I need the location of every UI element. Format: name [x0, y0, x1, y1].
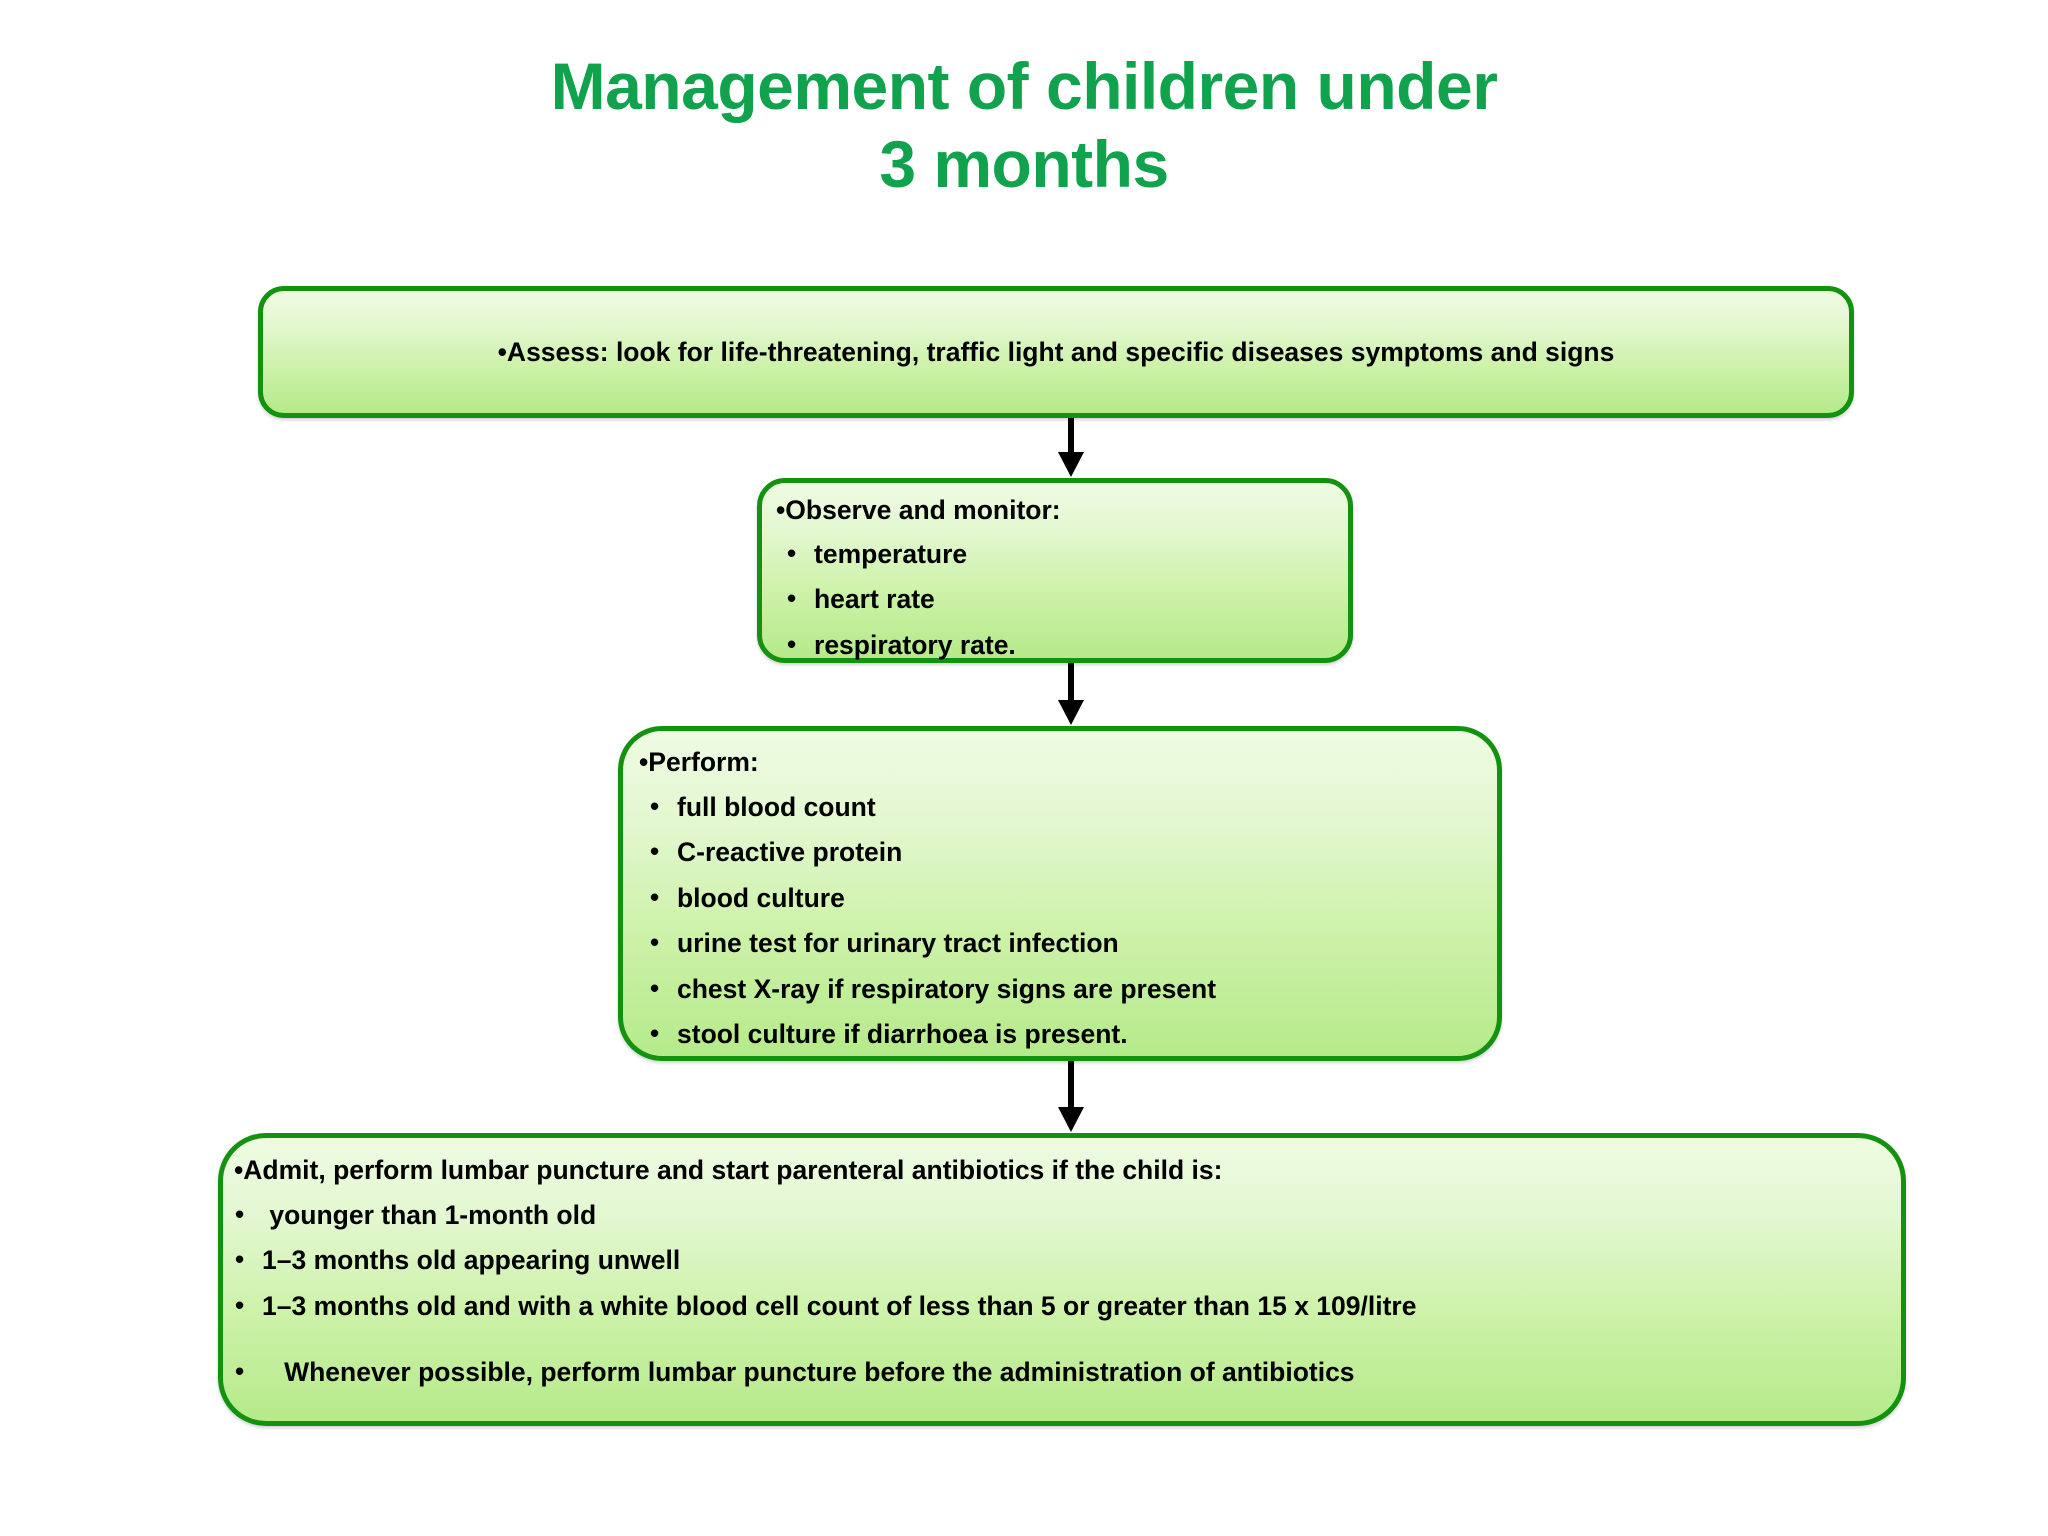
list-item: 1–3 months old and with a white blood ce…: [235, 1292, 1901, 1320]
list-item: 1–3 months old appearing unwell: [235, 1246, 1901, 1274]
arrow-assess-to-observe-icon: [1054, 418, 1088, 478]
list-item: temperature: [787, 540, 1348, 568]
flow-box-assess-body: •Assess: look for life-threatening, traf…: [263, 291, 1849, 413]
list-item: heart rate: [787, 585, 1348, 613]
flow-box-observe: •Observe and monitor: temperature heart …: [757, 478, 1353, 663]
list-item: Whenever possible, perform lumbar punctu…: [235, 1358, 1901, 1386]
flow-box-perform-body: •Perform: full blood count C-reactive pr…: [623, 731, 1497, 1048]
flow-box-admit-body: •Admit, perform lumbar puncture and star…: [223, 1138, 1901, 1386]
arrow-observe-to-perform-icon: [1054, 663, 1088, 726]
flow-box-admit-lead: •Admit, perform lumbar puncture and star…: [234, 1155, 1223, 1185]
flow-box-observe-list: temperature heart rate respiratory rate.: [776, 540, 1348, 659]
list-item: chest X-ray if respiratory signs are pre…: [650, 975, 1497, 1003]
flow-box-observe-body: •Observe and monitor: temperature heart …: [762, 483, 1348, 658]
list-item: stool culture if diarrhoea is present.: [650, 1020, 1497, 1048]
flow-box-admit-list: younger than 1-month old 1–3 months old …: [234, 1201, 1901, 1386]
list-item: full blood count: [650, 793, 1497, 821]
flow-box-assess-lead: •Assess: look for life-threatening, traf…: [497, 336, 1615, 367]
arrow-perform-to-admit-icon: [1054, 1061, 1088, 1133]
list-item: younger than 1-month old: [235, 1201, 1901, 1229]
flow-box-observe-lead: •Observe and monitor:: [776, 495, 1061, 525]
flow-box-perform: •Perform: full blood count C-reactive pr…: [618, 726, 1502, 1061]
flow-box-perform-lead: •Perform:: [639, 747, 759, 777]
list-item: blood culture: [650, 884, 1497, 912]
flow-box-perform-list: full blood count C-reactive protein bloo…: [639, 793, 1497, 1048]
flow-box-admit: •Admit, perform lumbar puncture and star…: [218, 1133, 1906, 1426]
list-item: C-reactive protein: [650, 838, 1497, 866]
flow-box-assess: •Assess: look for life-threatening, traf…: [258, 286, 1854, 418]
page-title: Management of children under 3 months: [550, 49, 1498, 201]
list-item: respiratory rate.: [787, 631, 1348, 659]
list-item: urine test for urinary tract infection: [650, 929, 1497, 957]
